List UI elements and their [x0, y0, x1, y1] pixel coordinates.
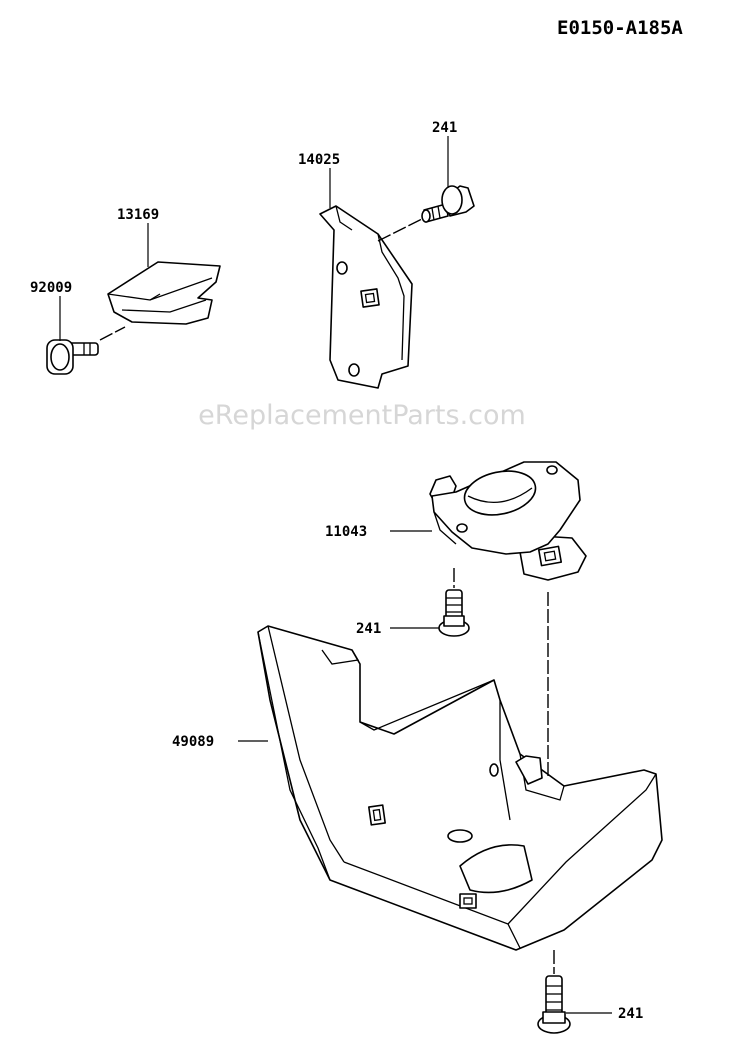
part-label-49089: 49089: [172, 734, 214, 750]
clip-13169-drawing: [107, 261, 221, 325]
bracket-14025-drawing: [319, 205, 413, 389]
part-label-241-middle: 241: [356, 621, 381, 637]
bolt-241-bottom-drawing: [537, 975, 571, 1034]
part-label-241-top: 241: [432, 120, 457, 136]
part-label-11043: 11043: [325, 524, 367, 540]
part-label-92009: 92009: [30, 280, 72, 296]
assembly-line-92009: [99, 326, 126, 341]
diagram-code: E0150-A185A: [557, 17, 683, 39]
cover-49089-drawing: [257, 625, 663, 951]
bolt-92009-drawing: [46, 339, 99, 375]
watermark: eReplacementParts.com: [198, 400, 526, 431]
bolt-241-top-drawing: [421, 185, 475, 223]
part-label-14025: 14025: [298, 152, 340, 168]
part-label-241-bottom: 241: [618, 1006, 643, 1022]
part-label-13169: 13169: [117, 207, 159, 223]
cup-11043-drawing: [429, 461, 587, 581]
assembly-line-241-top: [377, 218, 423, 242]
bolt-241-middle-drawing: [438, 589, 470, 637]
